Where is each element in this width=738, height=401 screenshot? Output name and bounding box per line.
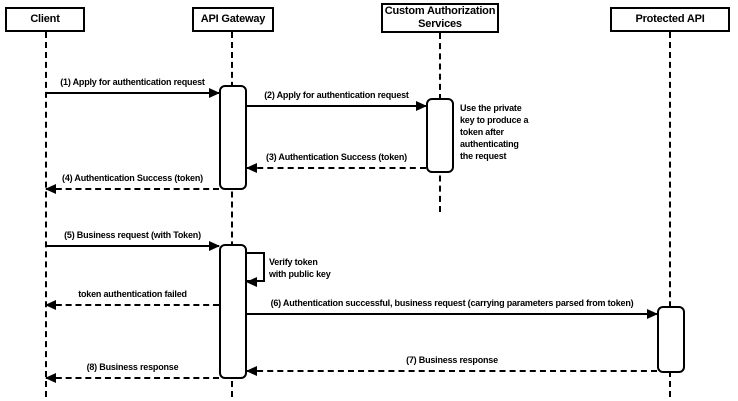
- message-5-line: [46, 245, 219, 247]
- message-4-label: (4) Authentication Success (token): [62, 173, 203, 183]
- message-3-line: [247, 167, 426, 169]
- lifeline-api-gateway: [231, 32, 233, 397]
- lifeline-protected-api: [669, 32, 671, 397]
- arrow-left-icon: [246, 163, 257, 173]
- message-4: (4) Authentication Success (token): [45, 173, 219, 195]
- message-2: (2) Apply for authentication request: [247, 90, 427, 112]
- message-2-label: (2) Apply for authentication request: [264, 90, 409, 100]
- arrow-left-icon: [45, 300, 56, 310]
- activation-api-gateway-business: [219, 244, 247, 379]
- arrow-left-icon: [246, 277, 257, 287]
- activation-protected-api: [657, 306, 685, 373]
- message-8: (8) Business response: [45, 362, 219, 384]
- participant-protected-api-label: Protected API: [635, 13, 705, 25]
- message-7: (7) Business response: [246, 355, 657, 377]
- message-5: (5) Business request (with Token): [46, 230, 220, 252]
- message-6-line: [247, 313, 657, 315]
- arrow-right-icon: [416, 101, 427, 111]
- message-6: (6) Authentication successful, business …: [247, 298, 658, 320]
- lifeline-client: [45, 32, 47, 397]
- participant-api-gateway: API Gateway: [192, 7, 274, 32]
- participant-custom-auth-services-label: Custom Authorization Services: [384, 5, 496, 30]
- message-3-label: (3) Authentication Success (token): [266, 152, 407, 162]
- message-4-line: [46, 188, 219, 190]
- message-2-line: [247, 105, 426, 107]
- message-8-line: [46, 377, 219, 379]
- participant-api-gateway-label: API Gateway: [200, 13, 266, 25]
- note-private-key: Use the private key to produce a token a…: [460, 103, 529, 161]
- arrow-left-icon: [45, 184, 56, 194]
- participant-client: Client: [5, 7, 85, 32]
- arrow-right-icon: [209, 88, 220, 98]
- message-1: (1) Apply for authentication request: [46, 77, 220, 99]
- message-token-failed: token authentication failed: [45, 289, 219, 311]
- arrow-right-icon: [647, 309, 658, 319]
- self-message-label: Verify token with public key: [269, 257, 331, 279]
- message-token-failed-label: token authentication failed: [78, 289, 187, 299]
- activation-custom-auth-services: [426, 98, 454, 173]
- participant-client-label: Client: [30, 13, 60, 25]
- message-8-label: (8) Business response: [86, 362, 179, 372]
- message-1-line: [46, 92, 219, 94]
- arrow-left-icon: [45, 373, 56, 383]
- message-6-label: (6) Authentication successful, business …: [270, 298, 634, 308]
- activation-api-gateway-auth: [219, 85, 247, 190]
- message-5-label: (5) Business request (with Token): [64, 230, 201, 240]
- message-7-line: [247, 370, 657, 372]
- arrow-left-icon: [246, 366, 257, 376]
- message-7-label: (7) Business response: [406, 355, 498, 365]
- message-token-failed-line: [46, 304, 219, 306]
- message-3: (3) Authentication Success (token): [246, 152, 426, 174]
- arrow-right-icon: [209, 241, 220, 251]
- participant-custom-auth-services: Custom Authorization Services: [381, 3, 499, 33]
- participant-protected-api: Protected API: [610, 7, 730, 32]
- message-1-label: (1) Apply for authentication request: [60, 77, 205, 87]
